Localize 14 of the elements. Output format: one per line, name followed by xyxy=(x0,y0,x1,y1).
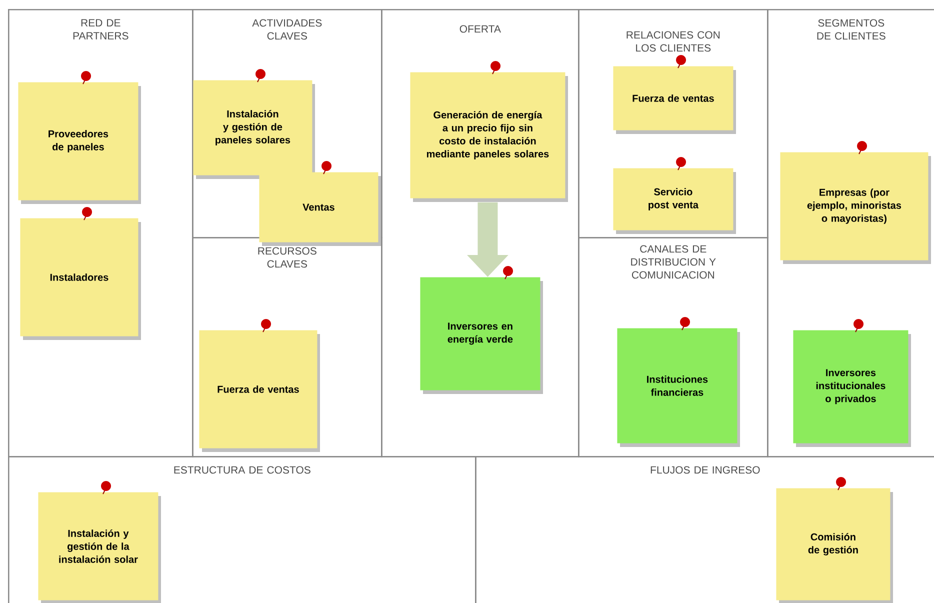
sticky-note: Instaladores xyxy=(20,218,141,340)
sticky-note: Comisión de gestión xyxy=(776,488,893,603)
sticky-note: Inversores institucionales o privados xyxy=(793,330,911,447)
sticky-note: Inversores en energía verde xyxy=(420,277,543,394)
sticky-note: Fuerza de ventas xyxy=(199,330,320,452)
sticky-note: Empresas (por ejemplo, minoristas o mayoristas) xyxy=(780,152,931,264)
sticky-note: Instalación y gestión de la instalación solar xyxy=(38,492,161,603)
sticky-note: Proveedores de paneles xyxy=(18,82,141,204)
sticky-note: Instituciones financieras xyxy=(617,328,740,447)
sticky-note: Instalación y gestión de paneles solares xyxy=(193,80,315,179)
sticky-note: Servicio post venta xyxy=(613,168,736,234)
sticky-note: Fuerza de ventas xyxy=(613,66,736,134)
sticky-note: Generación de energía a un precio fijo sin costo de instalación mediante paneles solares xyxy=(410,72,568,202)
sticky-note: Ventas xyxy=(259,172,381,246)
